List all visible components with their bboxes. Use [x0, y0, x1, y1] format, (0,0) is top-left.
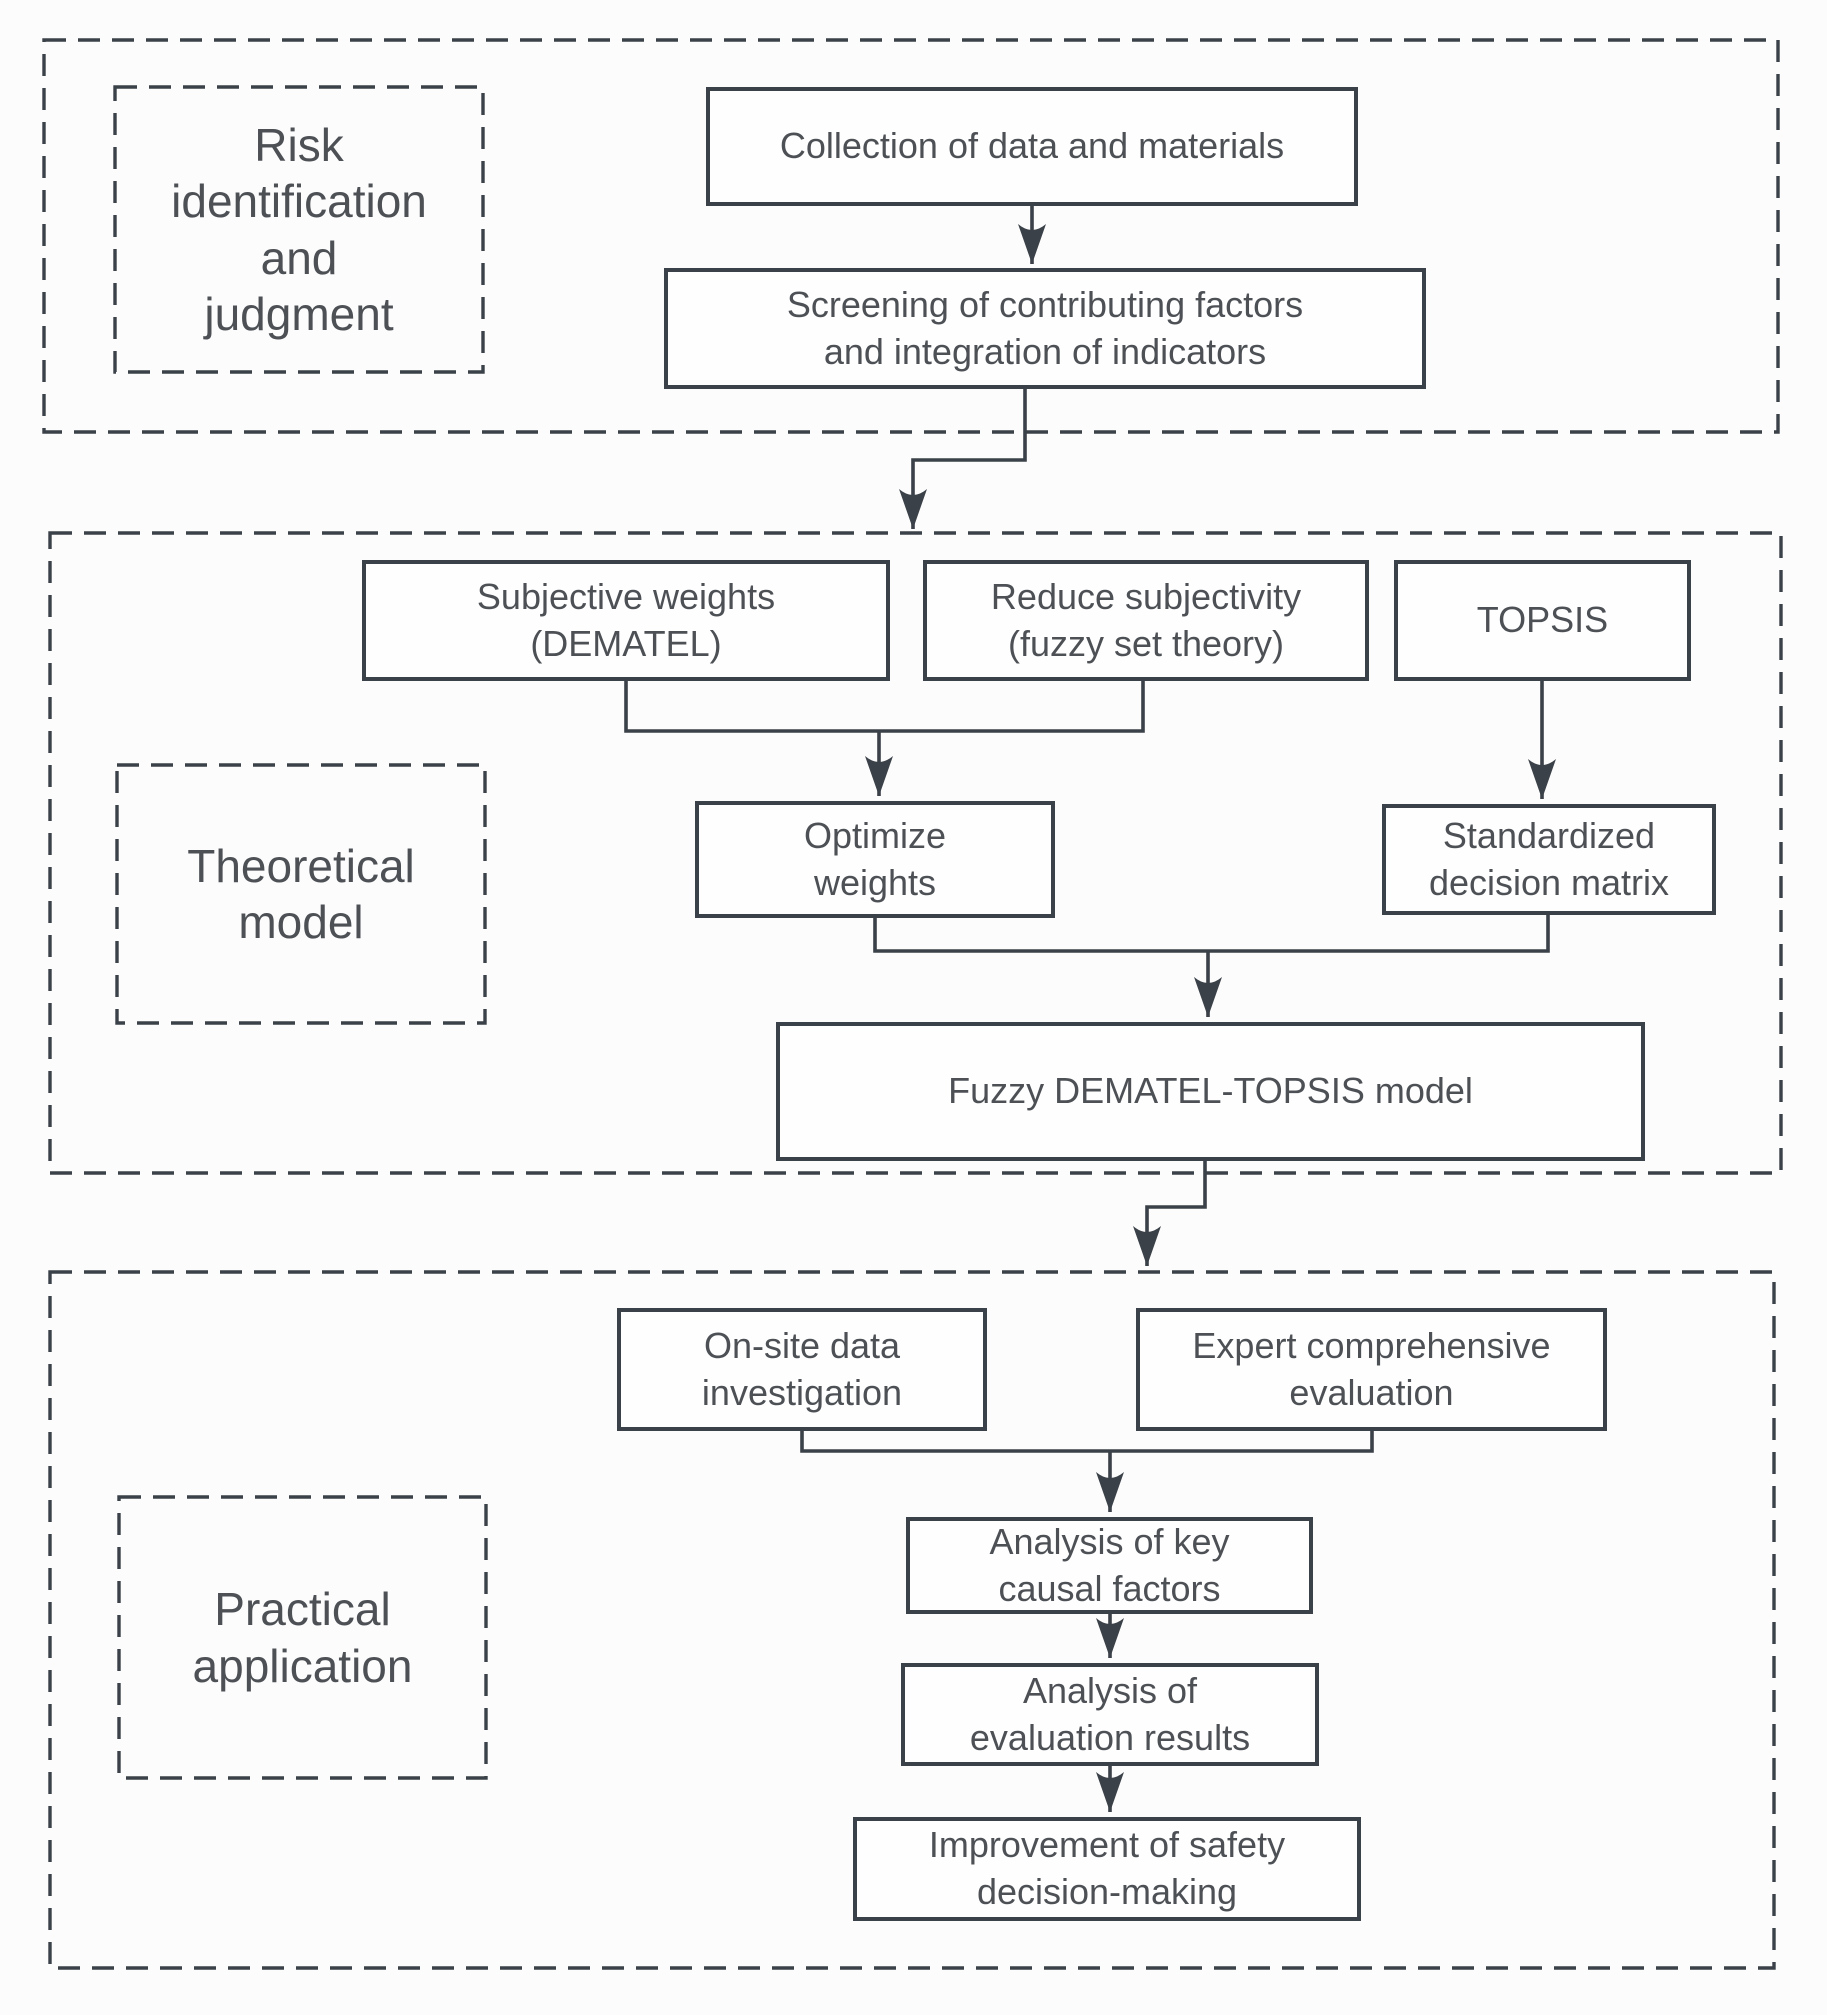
connector-merge-weights-matrix	[873, 913, 1550, 953]
arrow-screening-to-theoretical	[899, 389, 1027, 529]
frame-theoretical-model-label	[115, 763, 487, 1025]
frame-risk-identification-label	[113, 85, 485, 374]
node-improvement-safety-decision-making: Improvement of safety decision-making	[853, 1817, 1361, 1921]
section-label-theoretical-model: Theoretical model	[187, 839, 415, 948]
node-analysis-key-causal-factors: Analysis of key causal factors	[906, 1517, 1313, 1614]
container-risk-identification	[42, 38, 1780, 434]
node-optimize-weights: Optimize weights	[695, 801, 1055, 918]
node-reduce-subjectivity: Reduce subjectivity (fuzzy set theory)	[923, 560, 1369, 681]
arrow-fuzzy-model-to-practical	[1133, 1161, 1207, 1266]
container-practical-application	[48, 1270, 1776, 1970]
node-analysis-evaluation-results: Analysis of evaluation results	[901, 1663, 1319, 1766]
node-screening-of-factors: Screening of contributing factors and in…	[664, 268, 1426, 389]
node-collection-of-data: Collection of data and materials	[706, 87, 1358, 206]
container-theoretical-model	[48, 531, 1783, 1175]
node-expert-comprehensive-evaluation: Expert comprehensive evaluation	[1136, 1308, 1607, 1431]
node-fuzzy-dematel-topsis-model: Fuzzy DEMATEL-TOPSIS model	[776, 1022, 1645, 1161]
node-subjective-weights: Subjective weights (DEMATEL)	[362, 560, 890, 681]
node-standardized-decision-matrix: Standardized decision matrix	[1382, 804, 1716, 915]
node-onsite-data-investigation: On-site data investigation	[617, 1308, 987, 1431]
section-label-risk-identification: Risk identification and judgment	[171, 119, 427, 340]
connector-merge-onsite-expert	[800, 1431, 1374, 1453]
node-topsis: TOPSIS	[1394, 560, 1691, 681]
connector-merge-dematel-fuzzy	[624, 681, 1145, 733]
section-label-practical-application: Practical application	[192, 1583, 413, 1692]
frame-practical-application-label	[117, 1495, 488, 1780]
